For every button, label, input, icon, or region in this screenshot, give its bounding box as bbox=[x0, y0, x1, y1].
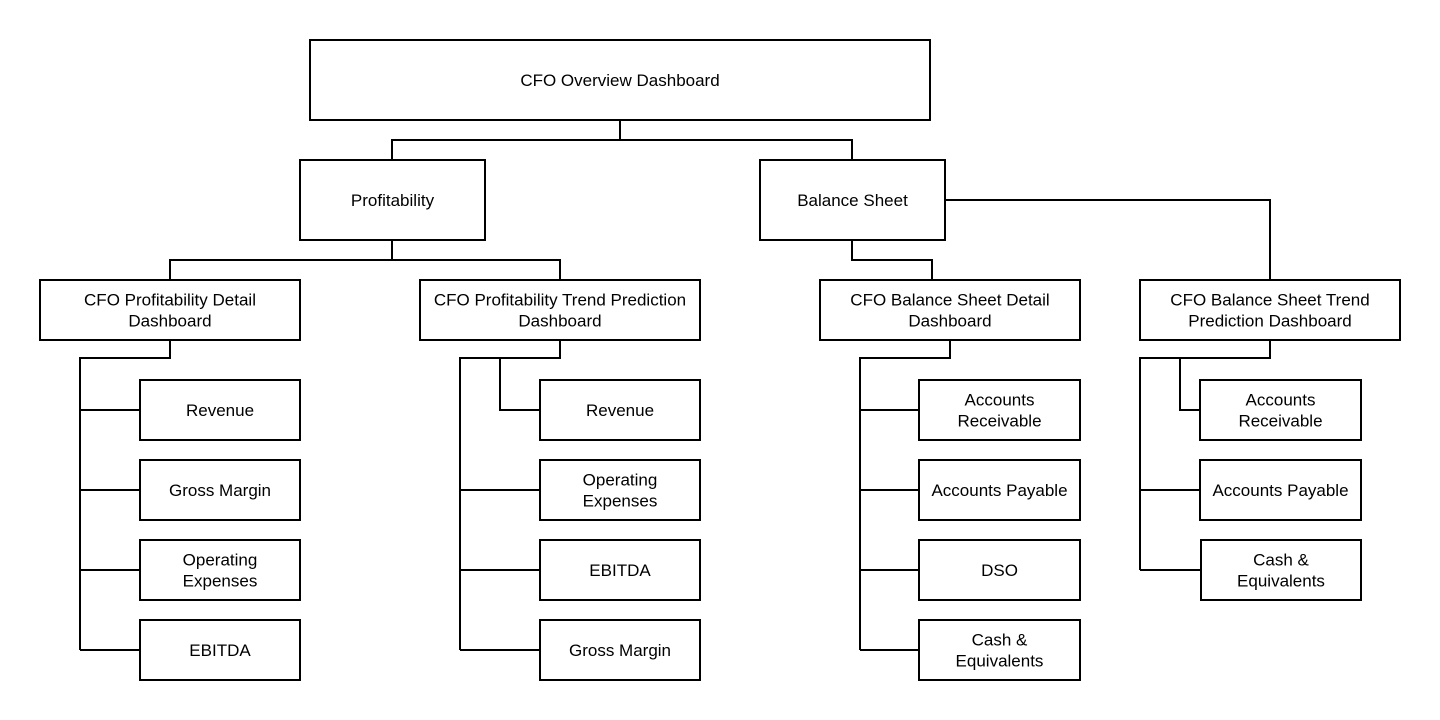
node-box bbox=[139, 459, 301, 521]
node-box bbox=[1139, 279, 1401, 341]
node-box bbox=[1199, 379, 1362, 441]
node-label-line: Cash & bbox=[972, 630, 1028, 649]
edge-prof-trend-spine bbox=[459, 340, 561, 650]
node-bt-cash: Cash & Equivalents bbox=[1200, 539, 1362, 601]
node-balance-sheet: Balance Sheet bbox=[759, 159, 946, 241]
node-pd-revenue: Revenue bbox=[139, 379, 301, 441]
node-root: CFO Overview Dashboard bbox=[309, 39, 931, 121]
node-pt-revenue: Revenue bbox=[539, 379, 701, 441]
node-box bbox=[819, 279, 1081, 341]
node-box bbox=[539, 539, 701, 601]
node-label-line: CFO Balance Sheet Detail bbox=[850, 290, 1049, 309]
edge-root-branch bbox=[391, 139, 853, 160]
node-label-line: CFO Overview Dashboard bbox=[520, 71, 719, 90]
edge-pt-revenue bbox=[499, 358, 540, 411]
node-label-line: Operating bbox=[183, 550, 258, 569]
node-prof-trend: CFO Profitability Trend PredictionDashbo… bbox=[419, 279, 701, 341]
node-label-line: Accounts Payable bbox=[1212, 481, 1348, 500]
edge-bs-trend-spine bbox=[1139, 340, 1271, 570]
node-label-line: Dashboard bbox=[128, 311, 211, 330]
node-box bbox=[299, 159, 486, 241]
node-label-line: Accounts bbox=[1246, 390, 1316, 409]
node-label-line: Expenses bbox=[183, 571, 258, 590]
node-label-line: Gross Margin bbox=[569, 641, 671, 660]
node-pt-gross-margin: Gross Margin bbox=[539, 619, 701, 681]
node-box bbox=[539, 619, 701, 681]
node-box bbox=[419, 279, 701, 341]
edge-bs-detail-spine bbox=[859, 340, 951, 650]
node-label-line: EBITDA bbox=[589, 561, 651, 580]
node-label-line: CFO Balance Sheet Trend bbox=[1170, 290, 1369, 309]
node-box bbox=[539, 459, 701, 521]
node-pd-ebitda: EBITDA bbox=[139, 619, 301, 681]
node-label-line: Receivable bbox=[1238, 411, 1322, 430]
node-box bbox=[918, 459, 1081, 521]
edge-prof-detail-spine bbox=[79, 340, 171, 650]
node-label-line: Revenue bbox=[186, 401, 254, 420]
node-box bbox=[309, 39, 931, 121]
node-label-line: Prediction Dashboard bbox=[1188, 311, 1351, 330]
node-label-line: Equivalents bbox=[956, 651, 1044, 670]
node-label-line: Dashboard bbox=[518, 311, 601, 330]
node-box bbox=[39, 279, 301, 341]
node-label-line: CFO Profitability Trend Prediction bbox=[434, 290, 686, 309]
node-label-line: DSO bbox=[981, 561, 1018, 580]
node-label-line: Operating bbox=[583, 470, 658, 489]
node-label-line: Dashboard bbox=[908, 311, 991, 330]
node-label-line: Cash & bbox=[1253, 550, 1309, 569]
node-label-line: Gross Margin bbox=[169, 481, 271, 500]
node-box bbox=[918, 619, 1081, 681]
node-profitability: Profitability bbox=[299, 159, 486, 241]
node-bd-ap: Accounts Payable bbox=[918, 459, 1081, 521]
node-pd-gross-margin: Gross Margin bbox=[139, 459, 301, 521]
edge-profitability-children bbox=[169, 259, 561, 280]
node-box bbox=[139, 379, 301, 441]
node-box bbox=[539, 379, 701, 441]
node-label-line: CFO Profitability Detail bbox=[84, 290, 256, 309]
node-label-line: Profitability bbox=[351, 191, 435, 210]
node-label-line: Accounts Payable bbox=[931, 481, 1067, 500]
edge-balance-to-detail bbox=[851, 240, 933, 280]
node-bd-cash: Cash & Equivalents bbox=[918, 619, 1081, 681]
edge-balance-to-trend bbox=[945, 199, 1271, 280]
node-box bbox=[918, 379, 1081, 441]
node-label-line: Balance Sheet bbox=[797, 191, 908, 210]
connector-lines bbox=[79, 120, 1271, 651]
node-label-line: Accounts bbox=[965, 390, 1035, 409]
node-box bbox=[918, 539, 1081, 601]
node-bd-dso: DSO bbox=[918, 539, 1081, 601]
node-label-line: EBITDA bbox=[189, 641, 251, 660]
node-label-line: Revenue bbox=[586, 401, 654, 420]
node-label-line: Equivalents bbox=[1237, 571, 1325, 590]
edge-bt-ar bbox=[1179, 358, 1200, 411]
node-box bbox=[1199, 459, 1362, 521]
node-box bbox=[139, 539, 301, 601]
node-bt-ap: Accounts Payable bbox=[1199, 459, 1362, 521]
node-box bbox=[1200, 539, 1362, 601]
node-label-line: Expenses bbox=[583, 491, 658, 510]
node-box bbox=[139, 619, 301, 681]
node-box bbox=[759, 159, 946, 241]
node-pt-ebitda: EBITDA bbox=[539, 539, 701, 601]
node-label-line: Receivable bbox=[957, 411, 1041, 430]
